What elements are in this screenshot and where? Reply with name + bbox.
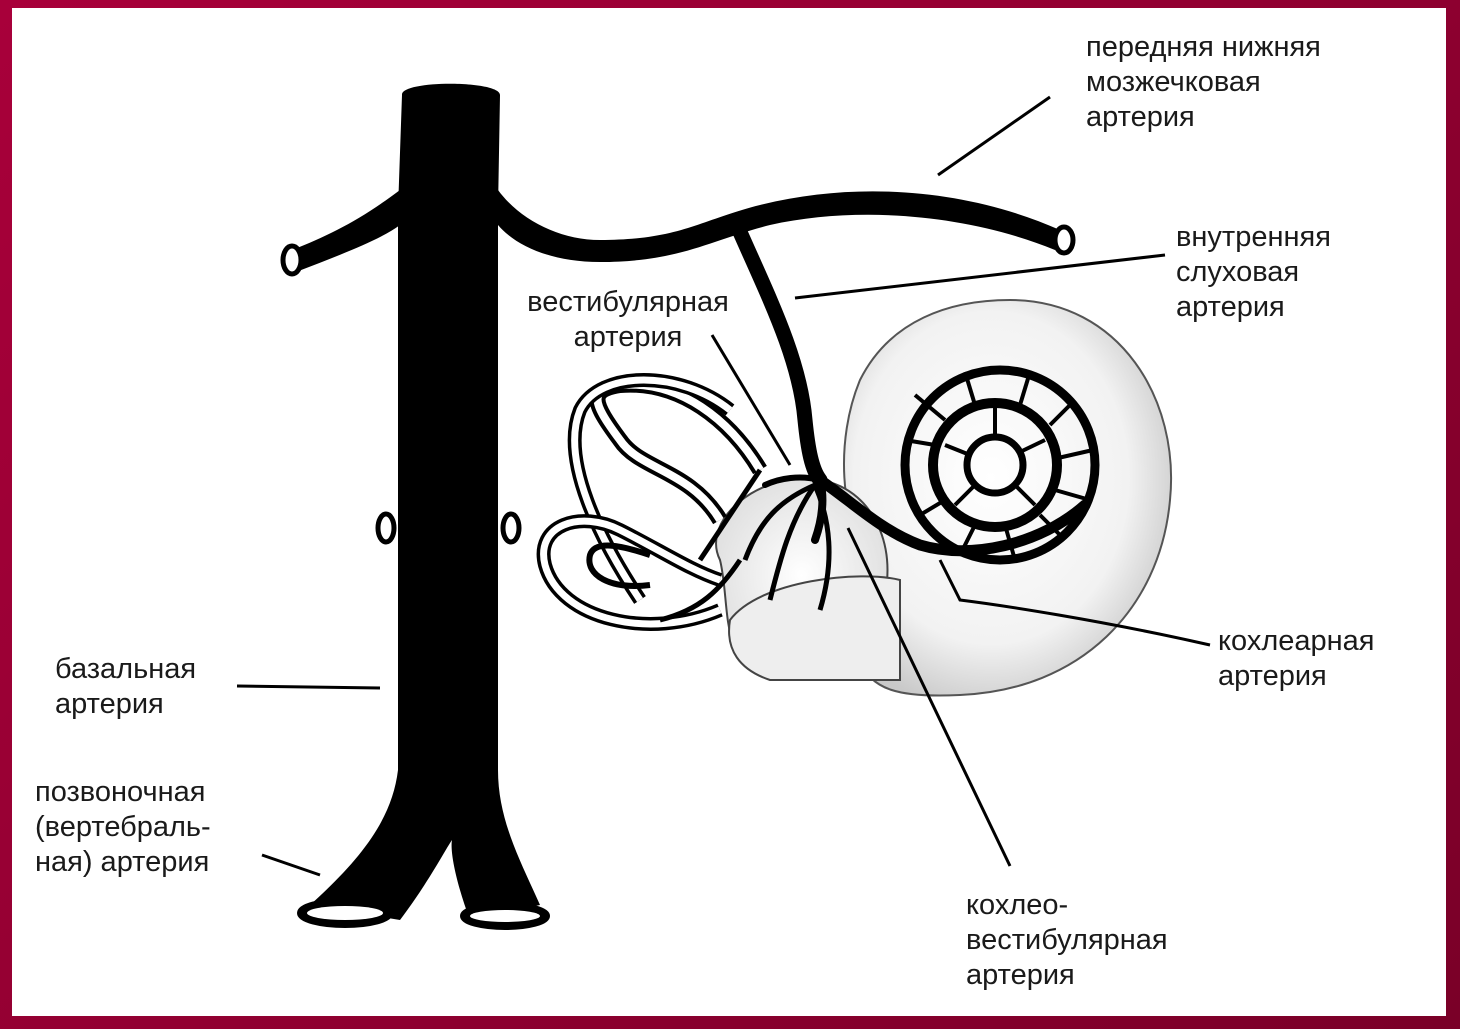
label-cochleovestibular-artery: кохлео- вестибулярная артерия bbox=[966, 888, 1168, 993]
label-basilar-artery: базальная артерия bbox=[55, 652, 196, 722]
label-anterior-inferior-cerebellar-artery: передняя нижняя мозжечковая артерия bbox=[1086, 30, 1321, 135]
label-vestibular-artery: вестибулярная артерия bbox=[508, 285, 748, 355]
label-cochlear-artery: кохлеарная артерия bbox=[1218, 624, 1374, 694]
label-vertebral-artery: позвоночная (вертебраль- ная) артерия bbox=[35, 775, 211, 880]
label-internal-auditory-artery: внутренняя слуховая артерия bbox=[1176, 220, 1331, 325]
